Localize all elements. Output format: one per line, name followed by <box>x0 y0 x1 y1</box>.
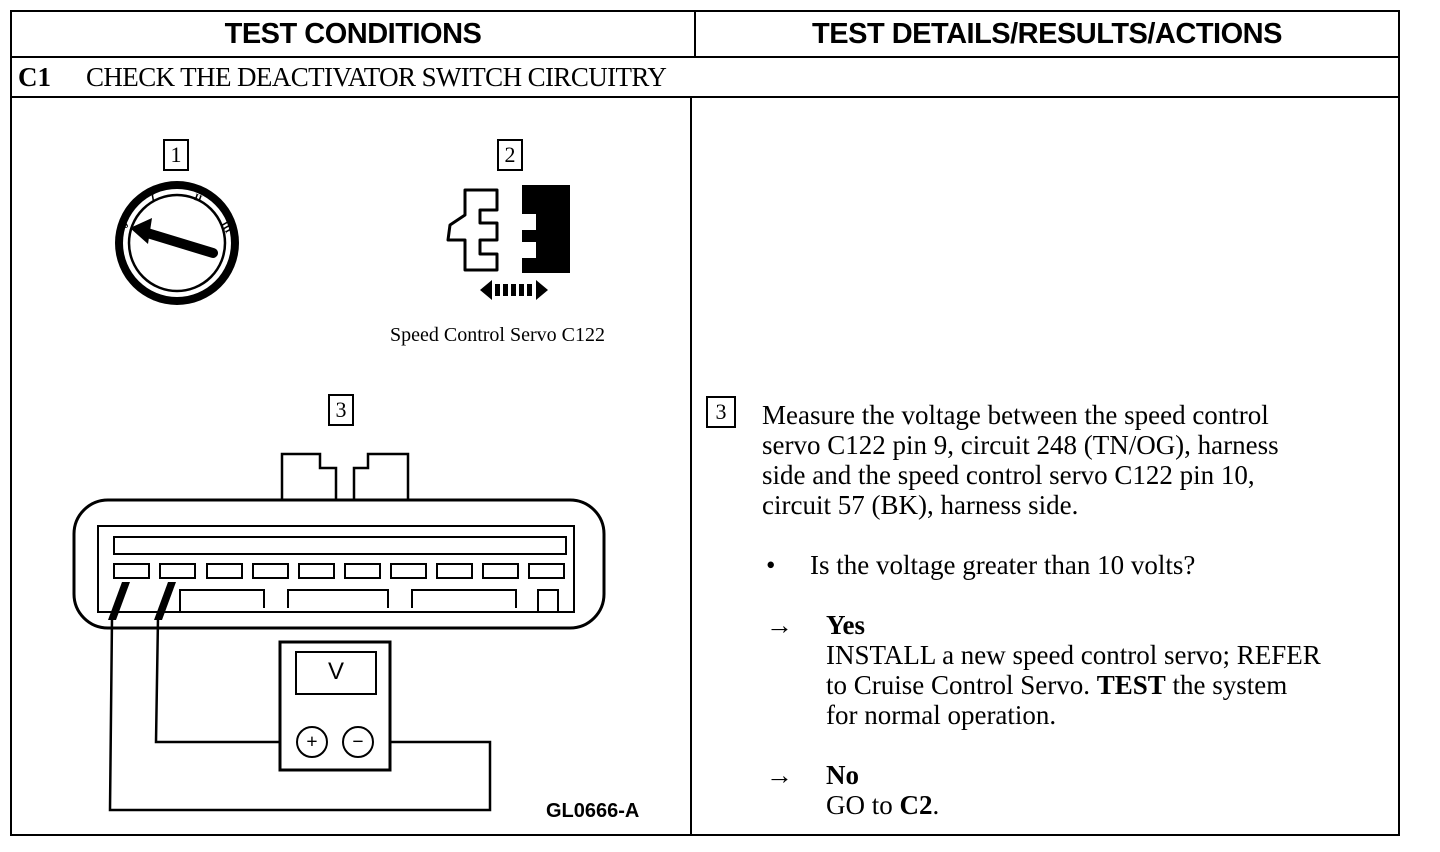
yes-arrow-icon: → <box>766 610 793 640</box>
no-arrow-icon: → <box>766 760 793 790</box>
yes-action-part: TEST <box>1096 670 1166 700</box>
header-divider <box>10 56 1400 58</box>
no-action-part: C2 <box>899 790 933 820</box>
yes-action: INSTALL a new speed control servo; REFER… <box>826 640 1321 730</box>
ignition-switch-icon <box>115 181 239 305</box>
yes-action-part: REFER <box>1236 640 1321 670</box>
no-action-part: . <box>932 790 940 820</box>
connector-disconnect-icon <box>446 185 570 300</box>
result-no: → No GO to C2. <box>766 760 939 820</box>
no-action-part: GO <box>826 790 865 820</box>
body-column-divider <box>690 96 692 836</box>
yes-action-part: a new speed control servo; <box>935 640 1237 670</box>
bullet-marker: • <box>766 550 776 580</box>
step-id: C1 <box>18 61 51 92</box>
header-test-details: TEST DETAILS/RESULTS/ACTIONS <box>812 17 1282 50</box>
no-action: GO to C2. <box>826 790 939 820</box>
result-yes: → Yes INSTALL a new speed control servo;… <box>766 610 1321 730</box>
figure-number-3: 3 <box>328 394 354 426</box>
measure-instruction: Measure the voltage between the speed co… <box>762 400 1279 520</box>
step-title: CHECK THE DEACTIVATOR SWITCH CIRCUITRY <box>86 61 667 92</box>
figure-number-2: 2 <box>497 139 523 171</box>
procedure-table <box>10 10 1400 836</box>
yes-label: Yes <box>826 610 865 640</box>
meter-display-label: V <box>327 658 344 685</box>
meter-plus-terminal: + <box>306 731 318 753</box>
question-text: Is the voltage greater than 10 volts? <box>810 550 1196 580</box>
yes-action-part: INSTALL <box>826 640 936 670</box>
no-action-part: to <box>865 790 900 820</box>
meter-minus-terminal: − <box>352 731 364 753</box>
yes-action-part: the system for normal operation. <box>826 670 1288 730</box>
question-row: • Is the voltage greater than 10 volts? <box>766 550 1195 581</box>
header-test-conditions: TEST CONDITIONS <box>224 17 482 50</box>
figure-id: GL0666-A <box>546 800 640 822</box>
yes-action-part: to Cruise Control Servo. <box>826 670 1090 700</box>
step-divider <box>10 96 1400 98</box>
header-column-divider <box>694 10 696 58</box>
voltmeter-circuit-diagram <box>72 452 606 812</box>
detail-step-number: 3 <box>706 396 736 428</box>
step-title-row: C1 CHECK THE DEACTIVATOR SWITCH CIRCUITR… <box>18 60 667 94</box>
figure-number-1: 1 <box>163 139 189 171</box>
figure-2-caption: Speed Control Servo C122 <box>390 324 605 346</box>
no-label: No <box>826 760 859 790</box>
